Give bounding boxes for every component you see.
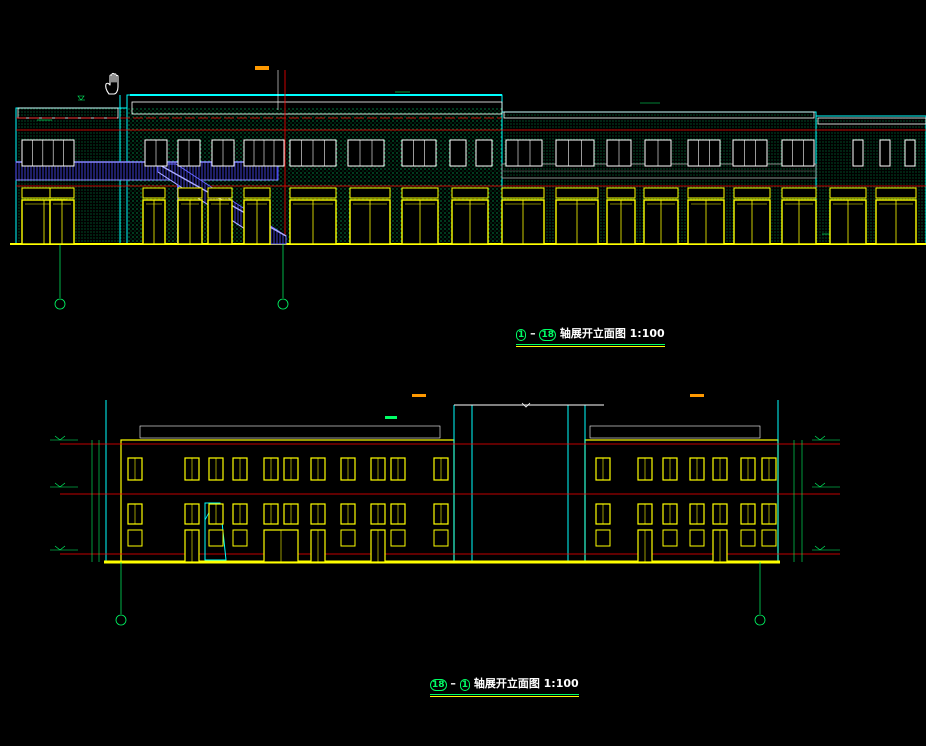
axis-bubble-b — [277, 298, 289, 310]
shopfront-transom — [401, 187, 439, 199]
caption-underline-2 — [430, 696, 579, 697]
lower-elevation — [50, 394, 840, 626]
caption-title: 轴展开立面图 1:100 — [473, 677, 579, 690]
elevation-caption-top: 1 – 18 轴展开立面图 1:100 — [516, 325, 665, 347]
shopfront-transom — [687, 187, 725, 199]
elevation-caption-bottom: 18 – 1 轴展开立面图 1:100 — [430, 675, 579, 697]
upper-elevation — [10, 66, 926, 310]
shopfront-transom — [243, 187, 271, 199]
shopfront-transom — [349, 187, 391, 199]
caption-underline — [516, 344, 665, 345]
shopfront-transom — [142, 187, 166, 199]
upper-window — [505, 139, 543, 167]
hand-pan-icon[interactable] — [103, 72, 125, 96]
ground-window — [232, 529, 248, 547]
upper-window — [401, 139, 437, 167]
caption-underline — [430, 694, 579, 695]
caption-title: 轴展开立面图 1:100 — [559, 327, 665, 340]
axis-label-end: 18 — [539, 329, 556, 341]
upper-window — [475, 139, 493, 167]
shopfront-transom — [781, 187, 817, 199]
shopfront-transom — [829, 187, 867, 199]
window-and-door-openings — [21, 139, 917, 563]
ground-window — [761, 529, 777, 547]
axis-label-end: 1 — [459, 679, 470, 691]
ground-window — [740, 529, 756, 547]
ground-window — [433, 529, 449, 547]
shopfront-transom — [606, 187, 636, 199]
shopfront-transom — [451, 187, 489, 199]
shopfront-transom — [733, 187, 771, 199]
upper-window — [449, 139, 467, 167]
ground-window — [208, 529, 224, 547]
shopfront-transom — [49, 187, 75, 199]
ground-window — [340, 529, 356, 547]
ground-window — [595, 529, 611, 547]
axis-bubble-c — [115, 614, 127, 626]
caption-underline-2 — [516, 346, 665, 347]
upper-window — [687, 139, 721, 167]
axis-label-start: 1 — [516, 329, 527, 341]
shopfront-transom — [875, 187, 917, 199]
upper-window — [904, 139, 916, 167]
shopfront-transom — [643, 187, 679, 199]
ground-window — [390, 529, 406, 547]
axis-bubble-a — [54, 298, 66, 310]
shopfront-transom — [555, 187, 599, 199]
upper-window — [21, 139, 75, 167]
shopfront-transom — [501, 187, 545, 199]
axis-bubble-d — [754, 614, 766, 626]
upper-window — [347, 139, 385, 167]
ground-window — [689, 529, 705, 547]
shopfront-transom — [207, 187, 233, 199]
shopfront-transom — [289, 187, 337, 199]
axis-label-start: 18 — [430, 679, 447, 691]
shopfront-transom — [177, 187, 203, 199]
upper-window — [852, 139, 864, 167]
ground-window — [127, 529, 143, 547]
ground-window — [662, 529, 678, 547]
upper-window — [781, 139, 815, 167]
upper-window — [879, 139, 891, 167]
upper-window — [555, 139, 595, 167]
upper-window — [732, 139, 768, 167]
